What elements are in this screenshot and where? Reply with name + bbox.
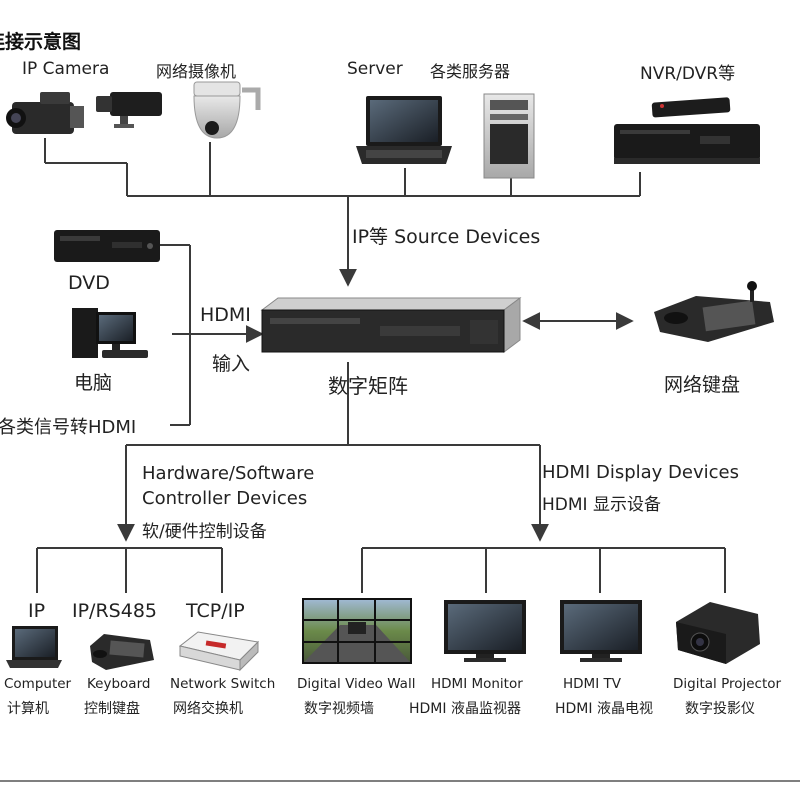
servers-cn-label: 各类服务器 bbox=[430, 62, 511, 81]
network-keyboard-label: 网络键盘 bbox=[664, 374, 741, 396]
ip-camera-label: IP Camera bbox=[22, 59, 110, 79]
page-title: 连接示意图 bbox=[0, 31, 82, 53]
controller-en-1: Keyboard bbox=[87, 676, 151, 692]
display-cn-2: HDMI 液晶电视 bbox=[555, 701, 653, 717]
controller-en-2: Network Switch bbox=[170, 676, 276, 692]
network-switch-icon bbox=[178, 631, 260, 672]
display-en-3: Digital Projector bbox=[673, 676, 782, 692]
nvr-dvr-label: NVR/DVR等 bbox=[640, 64, 736, 84]
server-label: Server bbox=[347, 59, 403, 79]
controller-branch-line3: 软/硬件控制设备 bbox=[142, 522, 267, 542]
controller-branch-line2: Controller Devices bbox=[142, 488, 308, 509]
digital-matrix-device bbox=[260, 297, 522, 353]
control-keyboard-icon bbox=[90, 634, 154, 670]
display-cn-3: 数字投影仪 bbox=[685, 701, 755, 717]
hdmi-input-label: HDMI bbox=[200, 304, 251, 326]
controller-cn-0: 计算机 bbox=[7, 701, 49, 717]
computer-laptop-icon bbox=[6, 626, 62, 668]
hdmi-monitor-icon bbox=[444, 600, 526, 662]
connection-lines bbox=[36, 138, 726, 593]
input-cn-label: 输入 bbox=[212, 353, 251, 375]
server-tower-icon bbox=[483, 93, 535, 179]
box-camera-icon bbox=[96, 92, 162, 128]
source-bus-label: IP等 Source Devices bbox=[352, 226, 541, 248]
network-camera-label: 网络摄像机 bbox=[156, 62, 237, 81]
matrix-label: 数字矩阵 bbox=[328, 374, 408, 398]
desktop-pc-icon bbox=[72, 308, 148, 358]
dome-camera-icon bbox=[193, 81, 261, 139]
dvd-player-icon bbox=[54, 230, 160, 262]
projector-icon bbox=[676, 602, 760, 664]
network-keyboard-icon bbox=[654, 281, 774, 342]
controller-en-0: Computer bbox=[4, 676, 72, 692]
controller-protocol-0: IP bbox=[28, 600, 46, 622]
display-en-1: HDMI Monitor bbox=[431, 676, 523, 692]
display-en-0: Digital Video Wall bbox=[297, 676, 416, 692]
controller-branch-line1: Hardware/Software bbox=[142, 463, 315, 484]
display-branch-line1: HDMI Display Devices bbox=[542, 462, 739, 483]
controller-cn-1: 控制键盘 bbox=[84, 701, 140, 717]
pc-label: 电脑 bbox=[74, 372, 113, 394]
converter-label: 各类信号转HDMI bbox=[0, 417, 137, 438]
display-cn-1: HDMI 液晶监视器 bbox=[409, 701, 521, 717]
display-en-2: HDMI TV bbox=[563, 676, 621, 692]
display-branch-line2: HDMI 显示设备 bbox=[542, 495, 661, 515]
nvr-remote-icon bbox=[651, 97, 731, 118]
nvr-recorder-icon bbox=[614, 124, 760, 164]
controller-protocol-2: TCP/IP bbox=[186, 600, 245, 622]
dvd-label: DVD bbox=[68, 272, 110, 294]
camcorder-icon bbox=[6, 92, 84, 134]
hdmi-tv-icon bbox=[560, 600, 642, 662]
video-wall-icon bbox=[302, 598, 412, 664]
laptop-icon bbox=[356, 96, 452, 164]
display-cn-0: 数字视频墙 bbox=[304, 701, 374, 717]
controller-cn-2: 网络交换机 bbox=[173, 701, 243, 717]
controller-protocol-1: IP/RS485 bbox=[72, 600, 157, 622]
